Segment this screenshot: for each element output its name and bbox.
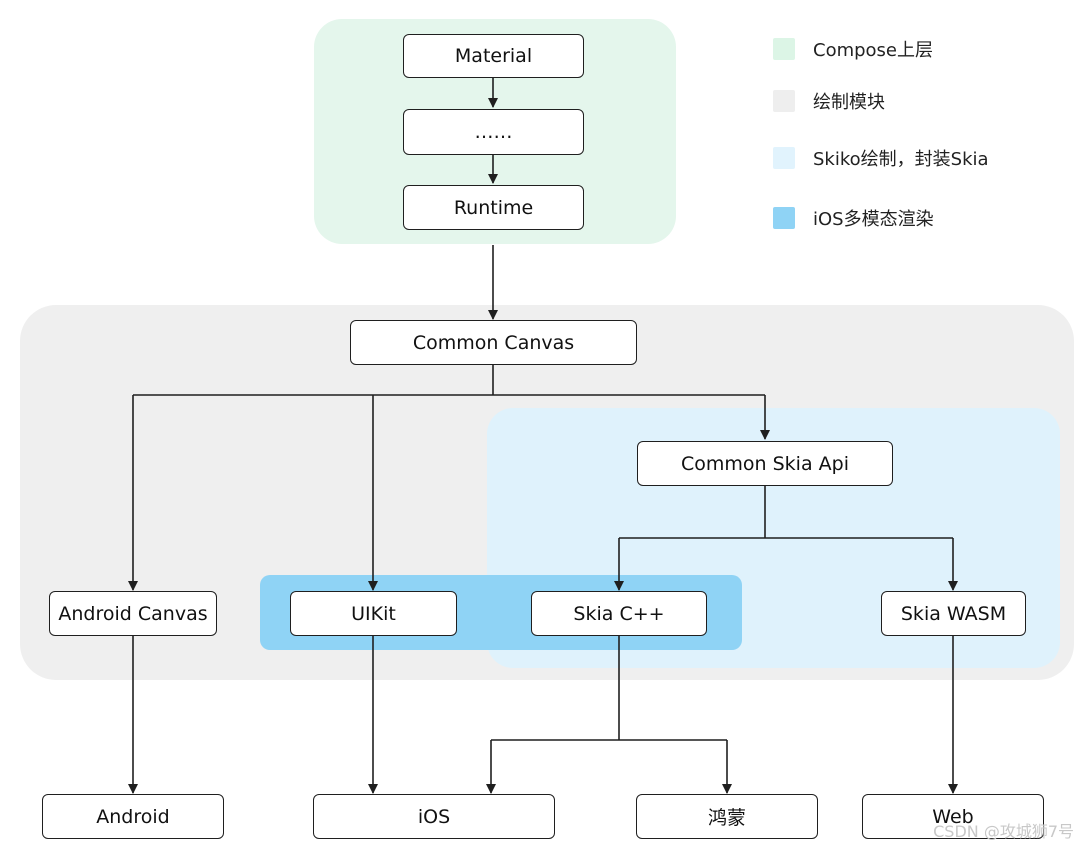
- watermark: CSDN @攻城狮7号: [933, 822, 1074, 841]
- legend-compose-label: Compose上层: [813, 40, 934, 61]
- node-uikit: UIKit: [290, 591, 457, 636]
- node-web: Web: [862, 794, 1044, 839]
- node-runtime: Runtime: [403, 185, 584, 230]
- legend-ios-swatch: [773, 207, 795, 229]
- legend-compose-swatch: [773, 38, 795, 60]
- legend-drawing: 绘制模块: [773, 89, 885, 113]
- legend-compose: Compose上层: [773, 37, 933, 61]
- legend-skiko-label: Skiko绘制，封装Skia: [813, 149, 989, 170]
- node-ellipsis: ……: [403, 109, 584, 155]
- legend-drawing-label: 绘制模块: [813, 92, 885, 113]
- legend-ios: iOS多模态渲染: [773, 206, 934, 230]
- legend-drawing-swatch: [773, 90, 795, 112]
- legend-skiko-swatch: [773, 147, 795, 169]
- node-skia-wasm: Skia WASM: [881, 591, 1026, 636]
- node-skia-cpp: Skia C++: [531, 591, 707, 636]
- node-android: Android: [42, 794, 224, 839]
- node-common-canvas: Common Canvas: [350, 320, 637, 365]
- node-hongmeng: 鸿蒙: [636, 794, 818, 839]
- node-common-skia-api: Common Skia Api: [637, 441, 893, 486]
- legend-skiko: Skiko绘制，封装Skia: [773, 146, 989, 170]
- node-android-canvas: Android Canvas: [49, 591, 217, 636]
- node-material: Material: [403, 34, 584, 78]
- node-ios: iOS: [313, 794, 555, 839]
- legend-ios-label: iOS多模态渲染: [813, 209, 934, 230]
